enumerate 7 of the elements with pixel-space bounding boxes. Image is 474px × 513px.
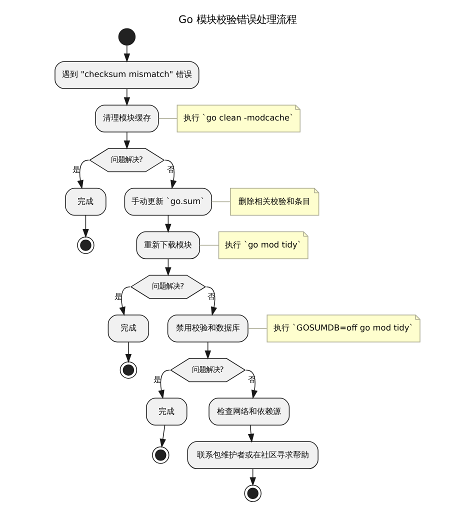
edge-label: 是 [114,292,121,302]
diagram-title: Go 模块校验错误处理流程 [178,14,296,26]
edge-label: 是 [72,165,80,174]
edge-label: 否 [166,165,174,174]
edge-label: 否 [247,375,254,384]
edge-label: 否 [207,292,214,302]
edge-label: 是 [152,375,160,384]
